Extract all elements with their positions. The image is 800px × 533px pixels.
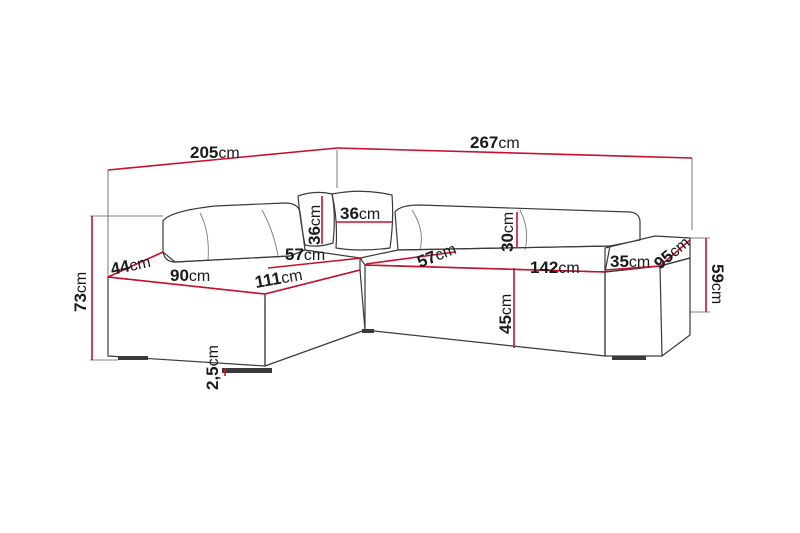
label-pillow-height: 36cm xyxy=(305,205,324,245)
dim-line-57-left xyxy=(267,257,363,269)
foot-center xyxy=(222,368,272,373)
dim-line-90 xyxy=(107,276,266,295)
label-45: 45cm xyxy=(496,294,515,334)
right-front-face xyxy=(364,264,606,357)
label-59: 59cm xyxy=(708,264,727,304)
dim-line-95 xyxy=(659,239,691,267)
foot-right xyxy=(612,356,646,360)
dim-line-arm-44 xyxy=(107,251,164,278)
dim-line-267 xyxy=(336,147,693,159)
pillow-left xyxy=(297,191,335,247)
label-73: 73cm xyxy=(71,272,90,312)
label-57-left: 57cm xyxy=(285,245,325,264)
label-pillow-width: 36cm xyxy=(340,204,380,223)
dim-line-142 xyxy=(364,264,606,273)
dimension-labels: 205cm 267cm 36cm 36cm 30cm 44cm 57cm 57c… xyxy=(71,133,727,390)
right-backrest xyxy=(394,204,641,251)
label-2-5: 2,5cm xyxy=(203,345,222,390)
dim-line-205 xyxy=(107,147,338,171)
right-armrest-front xyxy=(604,265,663,357)
right-seat-top xyxy=(359,245,611,273)
dimension-lines xyxy=(91,147,707,376)
dim-line-57-right xyxy=(365,251,456,265)
dim-line-35 xyxy=(604,265,661,271)
label-90: 90cm xyxy=(170,266,210,285)
label-44: 44cm xyxy=(109,252,152,279)
label-95: 95cm xyxy=(650,233,693,273)
label-205: 205cm xyxy=(190,143,240,162)
label-267: 267cm xyxy=(470,133,520,152)
foot-left xyxy=(118,356,148,360)
label-142: 142cm xyxy=(530,258,580,277)
label-backrest: 30cm xyxy=(498,212,517,252)
left-front-face xyxy=(107,276,266,367)
foot-corner xyxy=(362,329,374,333)
pillow-right xyxy=(331,190,394,251)
dim-line-111 xyxy=(264,269,361,295)
left-backrest xyxy=(162,202,306,263)
label-111: 111cm xyxy=(253,265,303,292)
label-35: 35cm xyxy=(610,252,650,271)
